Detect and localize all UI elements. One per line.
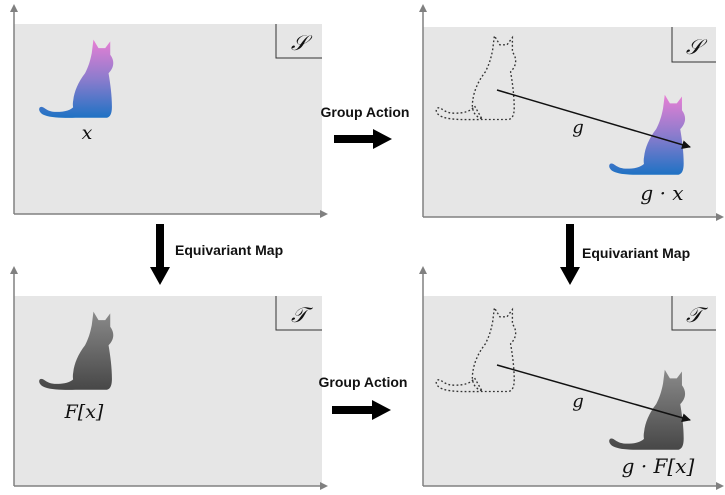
transition-bottom-group-action: Group Action xyxy=(319,374,408,420)
right-arrow-icon xyxy=(334,129,392,149)
group-element-arrow xyxy=(496,364,691,423)
panel-top-left-label: x xyxy=(82,122,93,144)
panel-top-right-label: g · x xyxy=(640,181,683,205)
panel-bottom-right: 𝒯 g g · F[x] xyxy=(419,266,724,490)
left-equivariant-map-label: Equivariant Map xyxy=(175,242,283,258)
group-element-arrow xyxy=(496,89,691,150)
panel-bottom-right-badge-frame xyxy=(671,296,716,331)
panel-bottom-left: 𝒯 F[x] xyxy=(10,266,328,490)
panel-bottom-left-background xyxy=(14,296,322,486)
transition-left-equivariant-map: Equivariant Map xyxy=(150,224,283,285)
right-equivariant-map-label: Equivariant Map xyxy=(582,245,690,261)
panel-top-right: 𝒮 g g · x xyxy=(419,4,724,221)
transition-right-equivariant-map: Equivariant Map xyxy=(560,224,690,285)
bottom-group-action-label: Group Action xyxy=(319,374,408,390)
down-arrow-icon xyxy=(560,224,580,285)
group-element-label: g xyxy=(572,117,584,138)
transition-top-group-action: Group Action xyxy=(321,104,410,149)
panel-bottom-right-label: g · F[x] xyxy=(622,454,695,478)
panel-top-left-badge-frame xyxy=(275,24,322,59)
panel-bottom-left-label: F[x] xyxy=(64,401,104,423)
panel-top-left: 𝒮 x xyxy=(10,4,328,218)
group-element-label: g xyxy=(572,391,584,412)
right-arrow-icon xyxy=(332,400,391,420)
panel-top-right-badge-frame xyxy=(671,27,716,63)
panel-top-left-background xyxy=(14,24,322,214)
top-group-action-label: Group Action xyxy=(321,104,410,120)
down-arrow-icon xyxy=(150,224,170,285)
panel-bottom-left-badge-frame xyxy=(275,296,322,331)
